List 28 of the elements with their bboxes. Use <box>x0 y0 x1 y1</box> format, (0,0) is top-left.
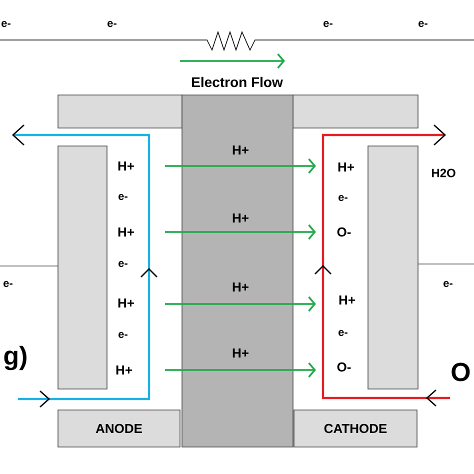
label: O <box>452 362 470 382</box>
label: H+ <box>338 162 354 172</box>
label: e- <box>4 281 12 288</box>
label: e- <box>2 21 10 28</box>
plate <box>368 146 418 390</box>
label: e- <box>118 261 128 268</box>
plate <box>58 94 182 128</box>
label: e- <box>418 21 428 28</box>
label: H2O <box>432 168 456 178</box>
label: g) <box>4 346 26 370</box>
label: e- <box>338 330 348 336</box>
label: H+ <box>116 366 132 374</box>
electrode-label-box: ANODE <box>58 410 180 448</box>
label: e- <box>108 21 116 28</box>
label: Electron Flow <box>192 76 283 88</box>
label: O- <box>337 227 351 237</box>
label: e- <box>338 195 348 202</box>
label: e- <box>324 21 332 28</box>
label: e- <box>118 332 128 338</box>
plate <box>58 146 108 390</box>
label: e- <box>444 281 452 288</box>
membrane: H+ H+ H+ H+ <box>182 94 294 448</box>
label: e- <box>118 194 128 200</box>
plate <box>292 94 418 128</box>
label: H+ <box>118 162 134 170</box>
label: H+ <box>339 296 355 304</box>
electrode-label-box: CATHODE <box>294 410 418 448</box>
label: O- <box>337 362 351 372</box>
